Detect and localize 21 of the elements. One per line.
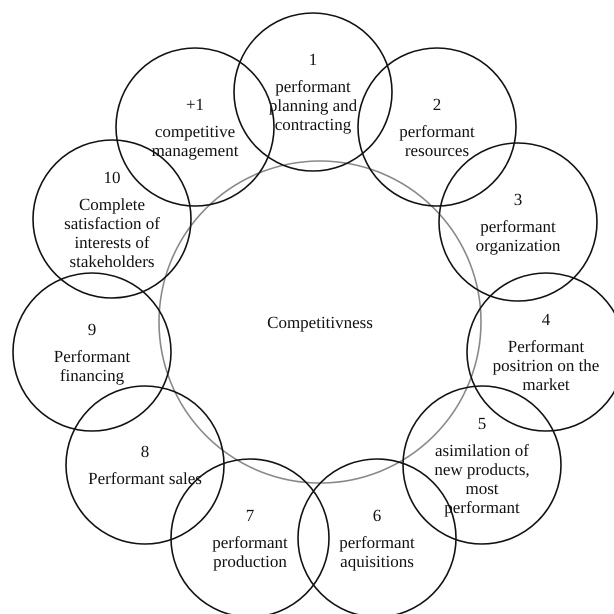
circle-text: performant aquisitions (338, 532, 416, 570)
circle-number: 3 (514, 190, 522, 208)
circle-text: performant organization (474, 216, 562, 254)
circle-text: performant resources (398, 122, 476, 160)
circle-number: 2 (432, 94, 442, 114)
circle-number: 5 (478, 414, 486, 432)
circle-text: performant production (211, 532, 289, 570)
center-title: Competitivness (267, 312, 373, 332)
circle-number: 7 (246, 506, 254, 524)
circle-number: +1 (186, 94, 204, 114)
circle-number: 9 (88, 320, 96, 338)
circle-number: 6 (372, 506, 382, 524)
circle-number: 10 (104, 168, 120, 186)
circle-node (12, 272, 172, 432)
circle-text: Performant positrion on the market (492, 337, 600, 394)
circle-number: 4 (542, 310, 550, 329)
circle-number: 8 (140, 442, 150, 461)
circle-text: Performant financing (52, 346, 132, 384)
circle-text: competitive management (150, 122, 240, 160)
circle-number: 1 (308, 50, 318, 69)
circle-text: Complete satisfaction of interests of stakeholders (63, 194, 161, 270)
